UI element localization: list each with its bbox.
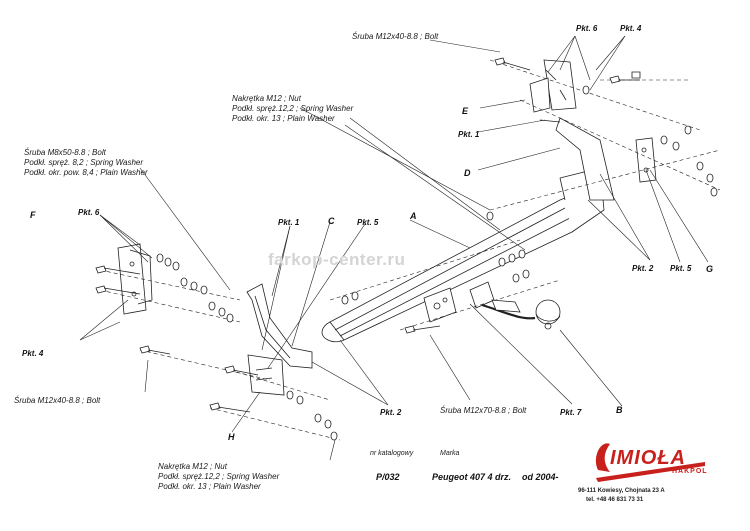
vehicle-year-value: od 2004- [522,472,559,482]
brand-name: IMIOŁA [610,447,686,469]
watermark: farkop-center.ru [268,250,406,269]
point-label-pkt2-bottom: Pkt. 2 [380,408,402,417]
point-label-pkt1-left: Pkt. 1 [278,218,300,227]
callout-left-bolt: Śruba M8x50-8.8 ; Bolt Podkł. spręż. 8,2… [24,148,148,177]
point-label-pkt7: Pkt. 7 [560,408,582,417]
drawing-linework [79,35,721,461]
part-letter-h: H [228,432,235,442]
catalog-number-value: P/032 [376,472,400,482]
point-label-pkt6-top: Pkt. 6 [576,24,598,33]
callout-top-bolt: Śruba M12x40-8.8 ; Bolt [352,32,439,41]
catalog-number-label: nr katalogowy [370,450,414,457]
part-letter-e: E [462,106,469,116]
point-label-pkt4-top: Pkt. 4 [620,24,642,33]
part-letter-c: C [328,216,335,226]
point-label-pkt1-right: Pkt. 1 [458,130,480,139]
brand-logo-mark [595,443,705,482]
part-letter-g: G [706,264,714,274]
callout-nut-bottom: Nakrętka M12 ; Nut Podkł. spręż.12,2 ; S… [158,462,280,491]
make-label: Marka [440,450,460,457]
callout-nut-top: Nakrętka M12 ; Nut Podkł. spręż.12,2 ; S… [232,94,354,123]
point-label-pkt6-left: Pkt. 6 [78,208,100,217]
part-letter-d: D [464,168,471,178]
callout-bottom-center-bolt: Śruba M12x70-8.8 ; Bolt [440,406,527,415]
brand-phone: tel. +48 46 831 73 31 [586,497,644,503]
brand-sub: HAKPOL [672,468,708,475]
point-label-pkt2-right: Pkt. 2 [632,264,654,273]
point-label-pkt4-left: Pkt. 4 [22,349,44,358]
part-letter-f: F [30,210,36,220]
vehicle-model-value: Peugeot 407 4 drz. [432,472,512,482]
part-letter-a: A [410,211,417,221]
part-letter-b: B [616,405,623,415]
callout-bottom-left-bolt: Śruba M12x40-8.8 ; Bolt [14,396,101,405]
point-label-pkt5-right: Pkt. 5 [670,264,692,273]
brand-address: 96-111 Kowiesy, Chojnata 23 A [578,488,665,494]
point-label-pkt5-left: Pkt. 5 [357,218,379,227]
